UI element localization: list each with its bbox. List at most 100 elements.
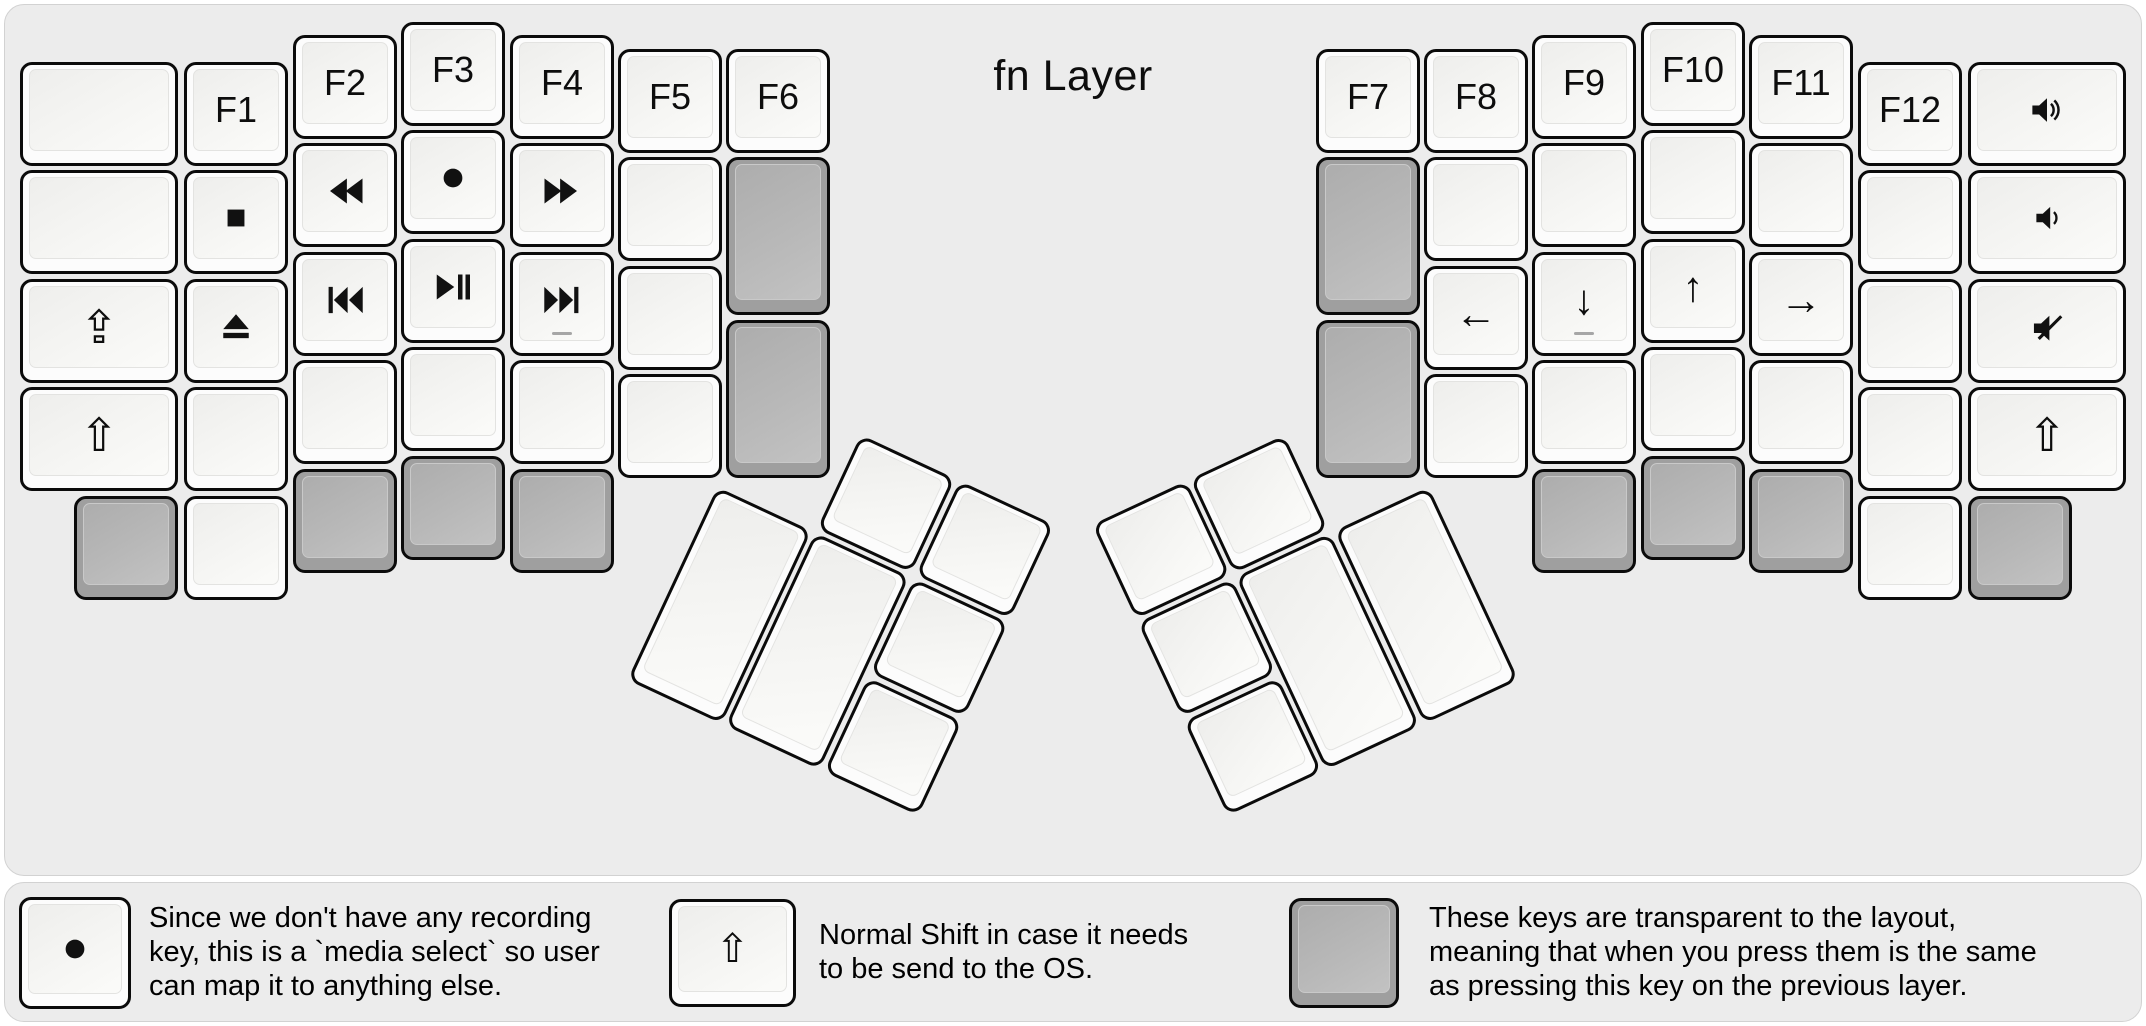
key-legend-shift: ⇧ (669, 899, 796, 1007)
keycap-face (1758, 476, 1844, 558)
key-f9: F9 (1532, 35, 1636, 139)
key-next-track (510, 252, 614, 356)
keycap-face (1194, 687, 1308, 799)
legend-text-line: meaning that when you press them is the … (1429, 936, 2037, 968)
key-blank (1532, 360, 1636, 464)
key-f6: F6 (726, 49, 830, 153)
key-legend-record (19, 897, 131, 1009)
key-volume-up (1968, 62, 2126, 166)
key-arrow-down: ↓ (1532, 252, 1636, 356)
keycap-face: ⇧ (29, 394, 169, 476)
key-blank (1641, 130, 1745, 234)
key-f10: F10 (1641, 22, 1745, 126)
keycap-face (1977, 69, 2117, 151)
legend-text-line: to be send to the OS. (819, 953, 1094, 985)
key-stop (184, 170, 288, 274)
key-blank (1424, 374, 1528, 478)
keycap-face (735, 164, 821, 300)
key-blank (293, 360, 397, 464)
key-shift: ⇧ (1968, 387, 2126, 491)
keycap-face (1298, 905, 1390, 993)
keycap-face: ⇪ (29, 286, 169, 368)
keycap-face (1325, 327, 1411, 463)
keycap-face (519, 150, 605, 232)
key-eject (184, 279, 288, 383)
key-blank (20, 170, 178, 274)
key-label: F11 (1771, 62, 1831, 103)
keycap-face: F1 (193, 69, 279, 151)
record-icon (60, 934, 90, 964)
keycap-face (519, 367, 605, 449)
key-label: F10 (1661, 49, 1725, 90)
volume-up-icon (2029, 92, 2065, 128)
keycap-face: F11 (1758, 42, 1844, 124)
legend-text-line: These keys are transparent to the layout… (1429, 902, 1957, 934)
key-play-pause (401, 239, 505, 343)
key-f8: F8 (1424, 49, 1528, 153)
keycap-face (1977, 177, 2117, 259)
key-blank (1858, 170, 1962, 274)
key-transparent (1641, 456, 1745, 560)
key-blank (618, 374, 722, 478)
key-blank (1749, 360, 1853, 464)
key-label: F12 (1878, 89, 1942, 130)
keycap-face: F8 (1433, 56, 1519, 138)
key-blank (618, 266, 722, 370)
key-label: F2 (323, 62, 366, 103)
keycap-face (193, 177, 279, 259)
key-label: F4 (540, 62, 583, 103)
keycap-face: ↓ (1541, 259, 1627, 341)
keycap-face (193, 286, 279, 368)
mute-icon (2028, 308, 2066, 346)
keycap-face (302, 259, 388, 341)
key-transparent (74, 496, 178, 600)
keycap-face (1433, 164, 1519, 246)
homing-bar (1574, 331, 1594, 335)
keycap-face: F7 (1325, 56, 1411, 138)
keycap-face (1541, 476, 1627, 558)
key-transparent (1532, 469, 1636, 573)
keycap-face (1541, 367, 1627, 449)
keycap-face: ⇧ (1977, 394, 2117, 476)
keycap-face (1650, 463, 1736, 545)
legend-text-line: Normal Shift in case it needs (819, 919, 1189, 951)
key-arrow-right: → (1749, 252, 1853, 356)
key-arrow-up: ↑ (1641, 239, 1745, 343)
keycap-face (1650, 354, 1736, 436)
keycap-face: F10 (1650, 29, 1736, 111)
key-label: F9 (1562, 62, 1605, 103)
key-f1: F1 (184, 62, 288, 166)
keycap-face (1148, 588, 1262, 700)
keycap-face: → (1758, 259, 1844, 341)
legend-text-line: key, this is a `media select` so user (149, 936, 600, 968)
key-volume-down (1968, 170, 2126, 274)
key-blank (1749, 143, 1853, 247)
key-transparent (726, 157, 830, 315)
key-prev-track (293, 252, 397, 356)
key-label: F1 (214, 89, 257, 130)
keycap-face (302, 476, 388, 558)
key-shift: ⇧ (20, 387, 178, 491)
key-label: ⇪ (79, 301, 119, 353)
key-label: ↑ (1682, 263, 1704, 310)
next-track-icon (541, 279, 583, 321)
keycap-face (1977, 286, 2117, 368)
key-label: F7 (1346, 76, 1389, 117)
keycap-face (302, 150, 388, 232)
key-transparent (510, 469, 614, 573)
key-arrow-left: ← (1424, 266, 1528, 370)
key-blank (1858, 496, 1962, 600)
keycap-face: F6 (735, 56, 821, 138)
legend-text-3: These keys are transparent to the layout… (1429, 901, 2037, 1003)
key-label: ↓ (1573, 276, 1595, 323)
key-transparent (401, 456, 505, 560)
key-blank (1532, 143, 1636, 247)
key-blank (618, 157, 722, 261)
key-transparent (1316, 157, 1420, 315)
keycap-face (410, 354, 496, 436)
keycap-face (193, 394, 279, 476)
keycap-face (1867, 394, 1953, 476)
key-transparent (1749, 469, 1853, 573)
